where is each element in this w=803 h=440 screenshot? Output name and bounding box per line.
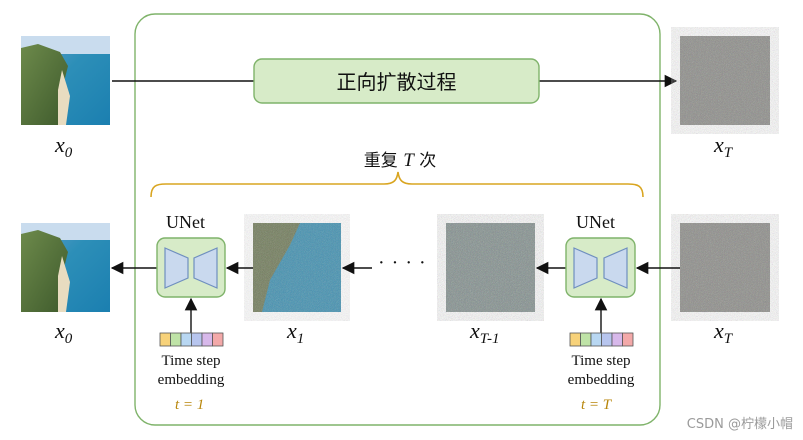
x0-top-image	[21, 36, 110, 125]
unet-left-title: UNet	[166, 212, 205, 232]
embedding-cell	[180, 332, 192, 347]
reverse-process-panel	[134, 13, 661, 426]
unet-right	[565, 237, 636, 298]
embedding-cell	[159, 332, 171, 347]
embed-label-left: Time step embedding	[157, 353, 225, 388]
repeat-var: T	[403, 150, 414, 171]
embedding-strip-left	[159, 332, 224, 347]
embedding-cell	[622, 332, 634, 347]
embedding-strip-right	[569, 332, 634, 347]
embedding-cell	[569, 332, 581, 347]
x0-bottom-image	[21, 223, 110, 312]
xT-bottom-noise	[680, 223, 770, 312]
embedding-cell	[611, 332, 623, 347]
xT1-image	[446, 223, 535, 312]
embed-label-right: Time step embedding	[567, 353, 635, 388]
forward-process-box	[253, 58, 540, 104]
unet-right-title: UNet	[576, 212, 615, 232]
embedding-cell	[212, 332, 224, 347]
label-xT-bottom: xT	[714, 318, 733, 347]
embedding-cell	[191, 332, 203, 347]
label-x0-bottom: x0	[55, 318, 73, 347]
x1-image	[253, 223, 341, 312]
unet-left	[156, 237, 226, 298]
embedding-cell	[170, 332, 182, 347]
repeat-prefix: 重复	[363, 151, 398, 171]
t-value-right: t = T	[581, 397, 612, 413]
xT-top-noise	[680, 36, 770, 125]
repeat-brace	[150, 171, 644, 198]
label-xT1: xT-1	[470, 318, 500, 347]
repeat-suffix: 次	[419, 151, 437, 171]
label-x0-top: x0	[55, 132, 73, 161]
t-value-left: t = 1	[175, 397, 205, 413]
watermark: CSDN @柠檬小帽	[686, 417, 793, 432]
embedding-cell	[580, 332, 592, 347]
repeat-label: 重复 T 次	[320, 146, 480, 172]
label-xT-top: xT	[714, 132, 733, 161]
ellipsis: · · · ·	[378, 252, 427, 274]
forward-process-label: 正向扩散过程	[336, 70, 457, 94]
embedding-cell	[201, 332, 213, 347]
embedding-cell	[601, 332, 613, 347]
label-x1: x1	[287, 318, 305, 347]
embedding-cell	[590, 332, 602, 347]
